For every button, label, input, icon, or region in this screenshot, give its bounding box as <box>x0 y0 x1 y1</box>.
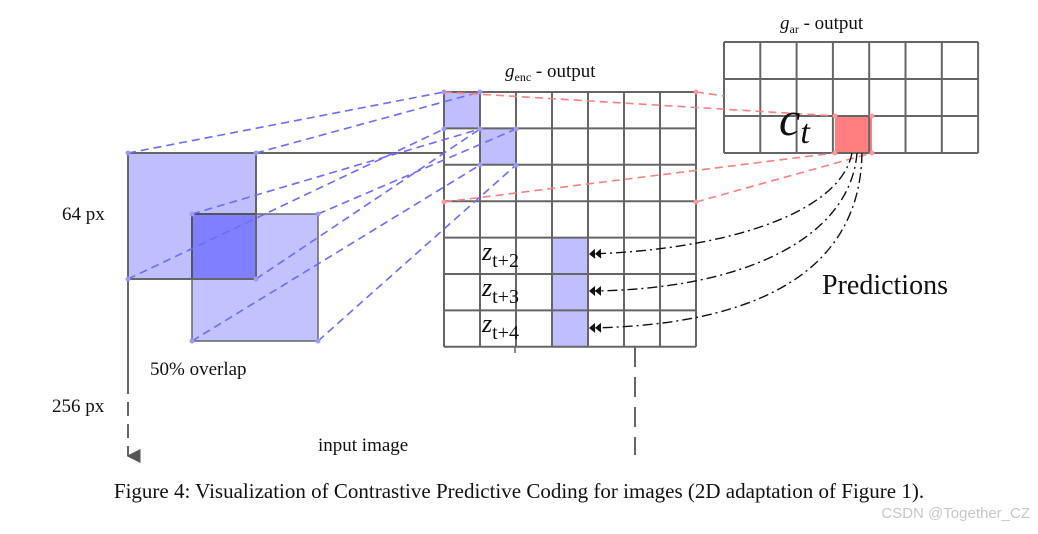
prediction-arrow-zt3 <box>589 152 858 296</box>
patch-overlap <box>191 213 257 280</box>
context-line <box>443 152 836 203</box>
gar-output-label: gar - output <box>780 13 864 36</box>
zt2-label: zt+2 <box>481 237 519 272</box>
prediction-arrow-zt4 <box>589 152 863 333</box>
enc-cell-highlight-1 <box>444 92 480 129</box>
enc-cell-zt2 <box>552 238 588 275</box>
context-dots <box>441 89 875 205</box>
overlap-label: 50% overlap <box>150 359 247 380</box>
genc-output-label: genc - output <box>505 61 596 84</box>
zt3-label: zt+3 <box>481 273 519 308</box>
ct-cell <box>835 116 872 153</box>
enc-cell-zt3 <box>552 275 588 311</box>
ct-label: ct <box>779 93 811 151</box>
proj-line <box>191 128 481 215</box>
proj-line <box>191 164 481 342</box>
proj-line <box>127 91 445 154</box>
context-line <box>443 91 836 117</box>
genc-output-grid <box>443 91 697 348</box>
proj-line <box>317 128 517 215</box>
proj-line <box>317 164 517 342</box>
context-line <box>695 152 873 203</box>
patch-projection-lines <box>127 91 517 342</box>
prediction-arrows <box>589 152 863 333</box>
patch-size-label: 64 px <box>62 204 105 225</box>
gar-output-grid <box>723 41 980 154</box>
context-lines <box>443 91 873 203</box>
enc-cell-highlight-2 <box>480 129 516 165</box>
projection-dots <box>125 89 519 344</box>
proj-line <box>127 128 445 280</box>
input-image-label: input image <box>318 435 408 456</box>
prediction-arrow-zt2 <box>589 152 853 259</box>
watermark: CSDN @Together_CZ <box>881 505 1030 522</box>
enc-cell-zt4 <box>552 311 588 347</box>
figure-caption: Figure 4: Visualization of Contrastive P… <box>113 479 925 503</box>
labels: genc - output gar - output ct zt+2 zt+3 … <box>52 13 948 456</box>
predictions-label: Predictions <box>822 270 948 301</box>
context-line <box>695 91 725 97</box>
image-size-label: 256 px <box>52 396 105 417</box>
proj-line <box>255 128 481 280</box>
zt4-label: zt+4 <box>481 309 519 344</box>
